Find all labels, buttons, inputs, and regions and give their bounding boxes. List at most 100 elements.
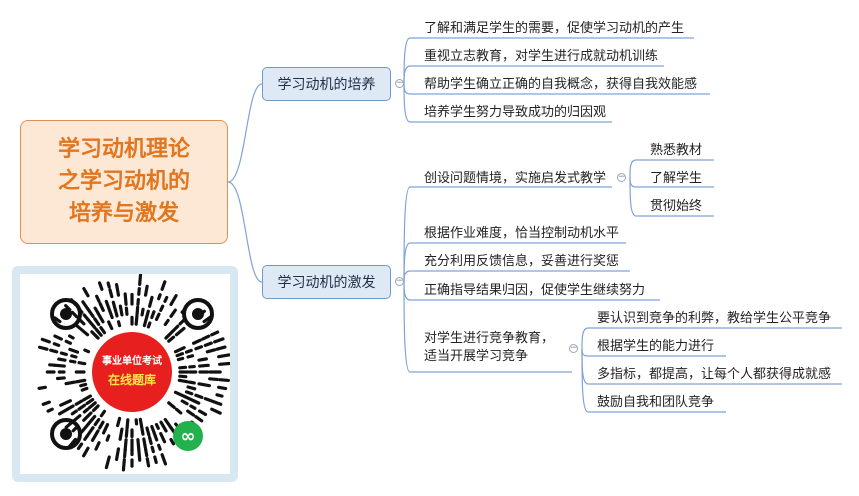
qr-code-card[interactable]: 事业单位考试 在线题库 ∞ xyxy=(12,266,238,482)
qr-dash-186 xyxy=(174,326,186,337)
qr-dash-5 xyxy=(208,377,219,382)
qr-dash-175 xyxy=(154,312,161,322)
qr-dash-145 xyxy=(98,301,105,312)
leaf-cultivation-4[interactable]: 培养学生努力导致成功的归因观 xyxy=(424,105,607,120)
leaf-stimulation-2[interactable]: 根据作业难度，恰当控制动机水平 xyxy=(424,226,620,241)
qr-dash-99 xyxy=(80,386,89,392)
qr-dash-174 xyxy=(160,280,167,291)
qr-dash-116 xyxy=(49,348,59,354)
qr-dash-24 xyxy=(186,409,196,417)
subleaf-1-1[interactable]: 熟悉教材 xyxy=(650,143,703,158)
qr-dash-38 xyxy=(159,432,167,444)
subleaf-1-2[interactable]: 了解学生 xyxy=(650,171,703,186)
fan-stimulation-4 xyxy=(403,281,411,301)
root-to-branch-cultivation xyxy=(227,83,263,183)
qr-dash-130 xyxy=(70,310,79,319)
qr-dash-21 xyxy=(180,399,189,406)
qr-dash-149 xyxy=(97,281,104,291)
leaf-cultivation-2[interactable]: 重视立志教育，对学生进行成就动机训练 xyxy=(424,49,659,64)
subleaf-5-1[interactable]: 要认识到竞争的利弊，教给学生公平竞争 xyxy=(597,311,832,326)
qr-dash-92 xyxy=(70,409,78,416)
qr-dash-191 xyxy=(201,334,211,341)
qr-dash-104 xyxy=(37,385,47,390)
qr-eye-dot-2 xyxy=(60,428,72,440)
leaf-cultivation-3[interactable]: 帮助学生确立正确的自我概念，获得自我效能感 xyxy=(424,77,698,92)
root-topic-title: 学习动机理论 之学习动机的 培养与激发 xyxy=(57,137,190,226)
qr-dash-101 xyxy=(79,382,88,388)
qr-badge-line2: 在线题库 xyxy=(107,373,156,387)
subfan-5-4 xyxy=(581,348,589,413)
qr-dash-26 xyxy=(167,401,176,410)
qr-dash-66 xyxy=(116,416,122,428)
leaf-stimulation-1-collapse-icon[interactable]: − xyxy=(617,172,626,182)
leaf-stimulation-5-collapse-icon[interactable]: − xyxy=(569,343,578,353)
qr-dash-177 xyxy=(163,295,169,303)
qr-dash-178 xyxy=(169,294,178,307)
branch-cultivation-label: 学习动机的培养 xyxy=(277,77,376,93)
qr-dash-50 xyxy=(143,447,149,458)
qr-dash-146 xyxy=(95,294,101,303)
fan-stimulation-1 xyxy=(403,186,411,283)
qr-dash-197 xyxy=(213,337,225,344)
subleaf-5-4[interactable]: 鼓励自我和团队竞争 xyxy=(597,395,715,410)
qr-dash-65 xyxy=(114,447,121,462)
subfan-5-2 xyxy=(581,348,589,357)
qr-dash-27 xyxy=(174,407,183,415)
qr-dash-125 xyxy=(53,316,62,324)
qr-dash-201 xyxy=(215,345,227,351)
leaf-stimulation-4[interactable]: 正确指导结果归因，促使学生继续努力 xyxy=(424,283,646,298)
leaf-cultivation-1[interactable]: 了解和满足学生的需要，促使学习动机的产生 xyxy=(424,21,685,36)
qr-dash-39 xyxy=(150,424,157,438)
qr-dash-70 xyxy=(94,441,101,451)
qr-dash-154 xyxy=(106,281,111,289)
fan-stimulation-3 xyxy=(403,270,411,283)
qr-dash-179 xyxy=(163,318,170,327)
qr-dash-47 xyxy=(138,417,144,431)
branch-cultivation-collapse-icon[interactable]: − xyxy=(395,78,404,88)
qr-dash-128 xyxy=(90,330,100,340)
qr-dash-161 xyxy=(134,314,139,326)
qr-dash-105 xyxy=(55,376,66,381)
qr-dash-194 xyxy=(184,348,193,354)
qr-dash-77 xyxy=(83,434,89,441)
subfan-1-3 xyxy=(629,176,637,217)
qr-dash-102 xyxy=(75,378,87,384)
qr-dash-142 xyxy=(93,306,100,315)
qr-dash-93 xyxy=(82,394,93,402)
leaf-stimulation-1[interactable]: 创设问题情境，实施启发式教学 xyxy=(424,171,607,186)
subleaf-5-3[interactable]: 多指标，都提高，让每个人都获得成就感 xyxy=(597,367,832,382)
branch-stimulation-collapse-icon[interactable]: − xyxy=(395,276,404,286)
subleaf-1-3[interactable]: 贯彻始终 xyxy=(650,199,703,214)
qr-dash-68 xyxy=(105,434,111,442)
subleaf-5-2[interactable]: 根据学生的能力进行 xyxy=(597,339,715,354)
qr-dash-152 xyxy=(111,300,117,308)
qr-eye-ring-0 xyxy=(50,298,82,330)
qr-dash-91 xyxy=(77,403,87,411)
branch-cultivation[interactable]: 学习动机的培养 xyxy=(262,67,391,101)
qr-dash-183 xyxy=(171,324,180,333)
qr-dash-200 xyxy=(205,348,217,354)
qr-dash-122 xyxy=(64,339,72,345)
qr-dash-155 xyxy=(118,304,124,317)
mini-program-icon: ∞ xyxy=(173,421,203,451)
qr-dash-16 xyxy=(213,400,223,406)
qr-dash-37 xyxy=(154,422,160,430)
leaf-stimulation-3[interactable]: 充分利用反馈信息，妥善进行奖惩 xyxy=(424,254,620,269)
qr-dash-49 xyxy=(142,437,147,449)
qr-dash-139 xyxy=(85,306,95,318)
qr-dash-207 xyxy=(218,361,230,366)
qr-dash-148 xyxy=(104,299,111,310)
qr-dash-15 xyxy=(203,397,216,404)
qr-dash-94 xyxy=(74,399,84,406)
qr-dash-63 xyxy=(121,458,126,472)
qr-eye-ring-2 xyxy=(50,418,82,450)
leaf-stimulation-5[interactable]: 对学生进行竞争教育， 适当开展学习竞争 xyxy=(424,331,555,364)
qr-dash-113 xyxy=(57,357,67,362)
qr-dash-74 xyxy=(99,409,107,418)
root-topic[interactable]: 学习动机理论 之学习动机的 培养与激发 xyxy=(20,120,228,244)
qr-dash-73 xyxy=(82,446,90,458)
branch-stimulation[interactable]: 学习动机的激发 xyxy=(262,265,391,299)
qr-dash-103 xyxy=(64,380,77,386)
qr-dash-167 xyxy=(143,284,149,297)
qr-dash-118 xyxy=(68,347,80,354)
